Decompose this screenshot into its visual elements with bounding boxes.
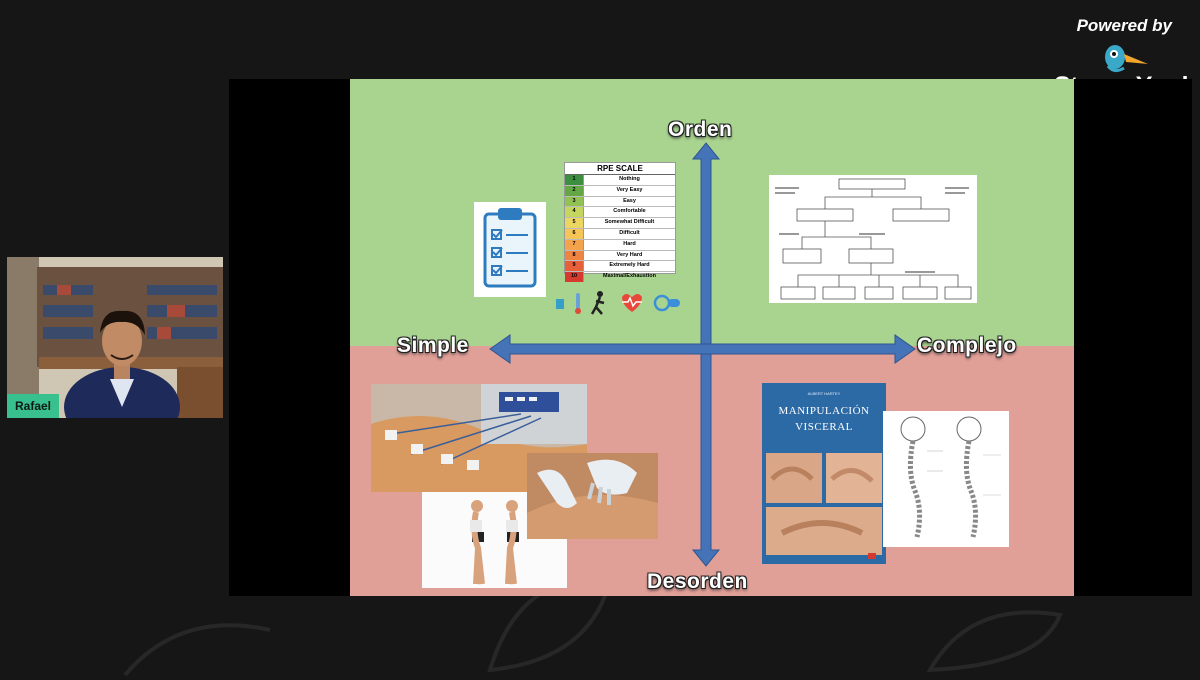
fitness-icons-row — [556, 291, 680, 315]
streamyard-bird-logo-icon — [1105, 45, 1148, 73]
posture-photo — [422, 492, 567, 588]
rpe-level: 2 — [565, 185, 583, 196]
clipboard-image — [474, 202, 546, 297]
quadrant-axes-arrows — [489, 142, 916, 567]
rpe-label: Maximal/Exhaustion — [583, 272, 675, 282]
rpe-label: Very Easy — [583, 185, 675, 196]
rpe-label: Nothing — [583, 175, 675, 185]
impingement-flowchart-image — [769, 175, 977, 303]
manual-therapy-photo — [527, 453, 658, 539]
webcam-video-frame — [7, 257, 223, 418]
rpe-level: 7 — [565, 239, 583, 250]
manipulacion-visceral-book-cover: ALBERT HARTEY MANIPULACIÓN VISCERAL — [762, 383, 886, 564]
rpe-label: Easy — [583, 196, 675, 207]
flowchart-diagram — [775, 178, 972, 300]
axis-label-simple: Simple — [397, 334, 469, 357]
background-leaf-decoration — [926, 610, 1063, 673]
powered-by-text: Powered by — [1076, 16, 1172, 35]
rpe-level: 3 — [565, 196, 583, 207]
book-title-line1: MANIPULACIÓN — [778, 405, 870, 417]
participant-video-tile[interactable]: Rafael — [7, 257, 223, 418]
axis-label-orden: Orden — [668, 118, 733, 141]
rpe-level: 5 — [565, 218, 583, 228]
participant-name-tag: Rafael — [7, 394, 60, 418]
axis-label-desorden: Desorden — [647, 570, 748, 593]
rpe-level: 4 — [565, 207, 583, 218]
rpe-level: 9 — [565, 261, 583, 272]
spine-skeleton-illustration — [883, 411, 1009, 547]
rpe-label: Very Hard — [583, 250, 675, 261]
book-title-line2: VISCERAL — [795, 421, 853, 433]
rpe-label: Hard — [583, 239, 675, 250]
clipboard-checklist-icon — [483, 208, 537, 288]
rpe-label: Difficult — [583, 228, 675, 239]
rpe-level: 10 — [565, 272, 583, 282]
rpe-level: 6 — [565, 228, 583, 239]
axis-label-complejo: Complejo — [917, 334, 1017, 357]
rpe-level: 8 — [565, 250, 583, 261]
rpe-label: Extremely Hard — [583, 261, 675, 272]
rpe-label: Comfortable — [583, 207, 675, 218]
book-author: ALBERT HARTEY — [807, 391, 841, 396]
book-cover-photos — [766, 453, 882, 559]
gloved-hands-image — [527, 453, 658, 539]
rpe-label: Somewhat Difficult — [583, 218, 675, 228]
rpe-scale-title: RPE SCALE — [565, 163, 675, 175]
rpe-level: 1 — [565, 175, 583, 185]
background-leaf-decoration — [123, 623, 271, 677]
horizontal-axis-arrow — [489, 334, 916, 364]
spine-anatomy-image — [883, 411, 1009, 547]
